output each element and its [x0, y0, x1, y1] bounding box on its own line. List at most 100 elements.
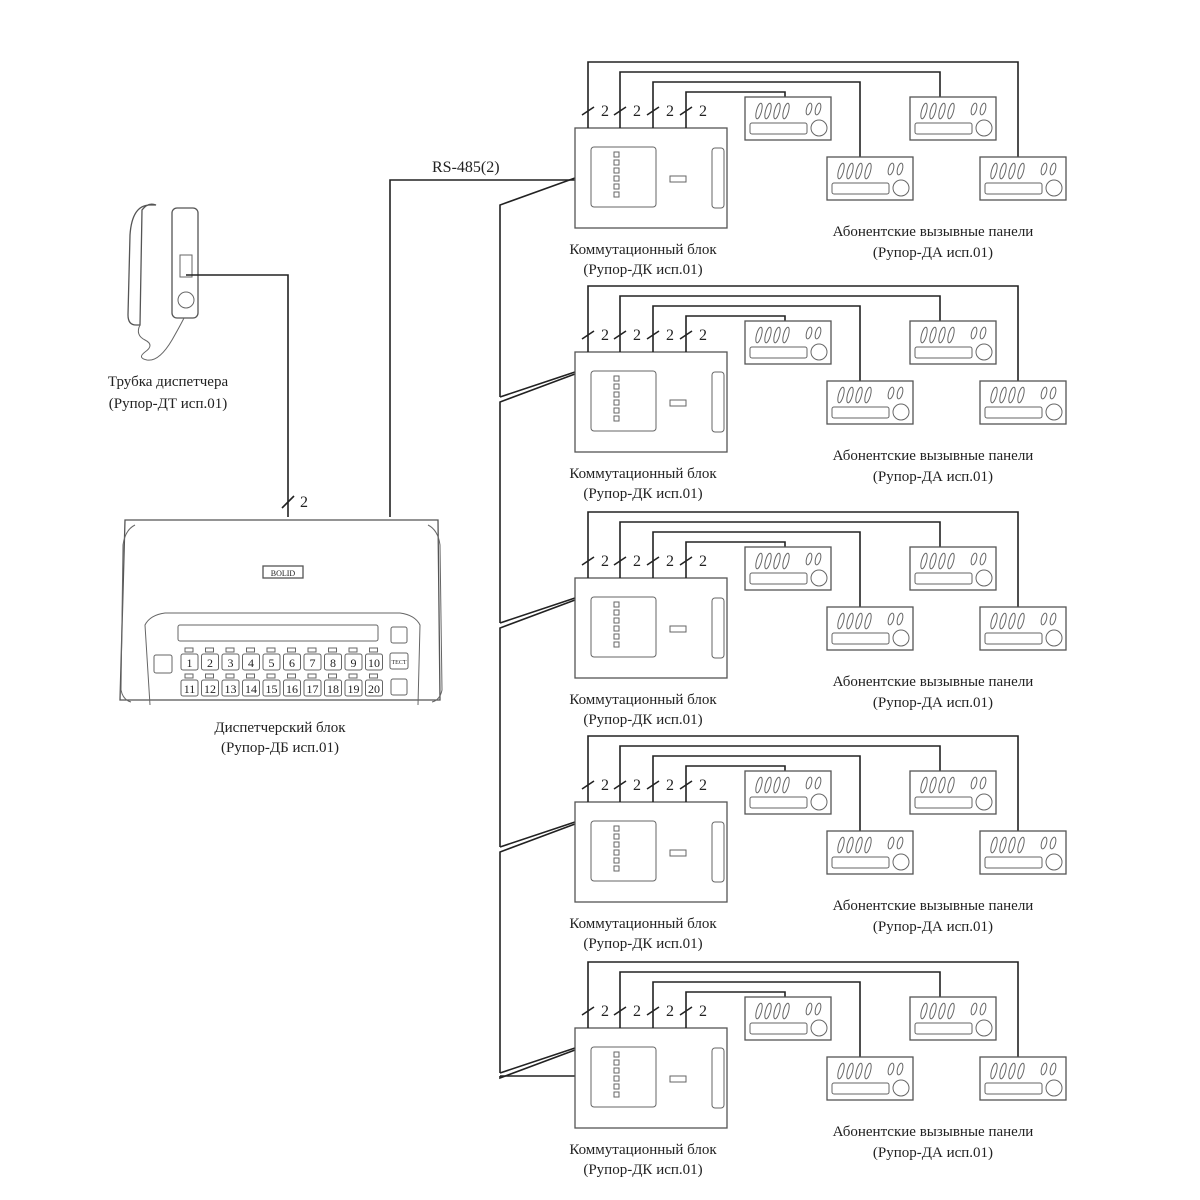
key-led: [287, 647, 296, 653]
panel-wire: [685, 991, 786, 1028]
rs485-bus: [389, 179, 575, 517]
subscriber-panel: [979, 1056, 1067, 1101]
wire-tick: [646, 330, 660, 340]
panel-wire: [652, 981, 861, 1057]
bus-segment: [499, 1049, 576, 1080]
bus-segment: [499, 599, 576, 847]
subscriber-panel: [979, 156, 1067, 201]
panel-wire: [652, 531, 861, 607]
key-label: 7: [310, 656, 316, 670]
dispatcher-key-15: [262, 679, 281, 697]
dispatcher-key-7: [303, 653, 322, 671]
switching-block-label-line2: (Рупор-ДК исп.01): [583, 936, 702, 952]
wire-tick: [679, 106, 693, 116]
key-led: [225, 647, 235, 653]
panels-label-line2: (Рупор-ДА исп.01): [873, 1145, 993, 1161]
test-button-label: ТЕСТ: [392, 660, 407, 666]
panels-label-line1: Абонентские вызывные панели: [833, 674, 1034, 690]
panel-wire: [685, 91, 786, 128]
switching-block: [574, 801, 728, 903]
wire-count: 2: [666, 553, 674, 570]
panels-label-line1: Абонентские вызывные панели: [833, 448, 1034, 464]
key-label: 3: [228, 656, 234, 670]
bus-segment: [499, 597, 576, 624]
wire-count: 2: [666, 1003, 674, 1020]
wire-count: 2: [633, 1003, 641, 1020]
subscriber-panel: [909, 96, 997, 141]
subscriber-panel: [744, 546, 832, 591]
wire-count: 2: [633, 777, 641, 794]
subscriber-panel: [826, 1056, 914, 1101]
dispatcher-key-5: [262, 653, 281, 671]
key-label: 1: [187, 656, 193, 670]
panel-wire: [587, 961, 1019, 1057]
key-led: [328, 673, 337, 679]
key-led: [369, 647, 378, 653]
switching-block: [574, 1027, 728, 1129]
panel-wire: [652, 305, 861, 381]
key-led: [225, 673, 235, 679]
subscriber-panel: [909, 546, 997, 591]
panel-wire: [685, 541, 786, 578]
wire-tick: [613, 780, 627, 790]
key-label: 2: [207, 656, 213, 670]
wire-tick: [679, 556, 693, 566]
subscriber-panel: [744, 320, 832, 365]
wire-count: 2: [633, 553, 641, 570]
subscriber-panel: [744, 996, 832, 1041]
wire-tick: [581, 780, 595, 790]
panel-wire: [652, 755, 861, 831]
dispatcher-key-20: [365, 679, 383, 697]
wire-tick: [613, 1006, 627, 1016]
dispatcher-key-12: [201, 679, 219, 697]
wire-count: 2: [633, 327, 641, 344]
panel-wire: [685, 315, 786, 352]
dispatcher-logo: BOLID: [271, 569, 296, 578]
key-label: 18: [327, 682, 339, 696]
wire-count: 2: [666, 327, 674, 344]
wire-tick: [646, 1006, 660, 1016]
dispatcher-key-14: [242, 679, 260, 697]
subscriber-panel: [979, 380, 1067, 425]
dispatcher-key-6: [283, 653, 301, 671]
switching-block: [574, 127, 728, 229]
switching-block-label-line1: Коммутационный блок: [569, 692, 717, 708]
bus-segment: [499, 823, 576, 1073]
switching-block-label-line2: (Рупор-ДК исп.01): [583, 1162, 702, 1178]
switching-block-label-line1: Коммутационный блок: [569, 1142, 717, 1158]
handset-wire: [186, 274, 289, 517]
panel-wire: [619, 971, 941, 1028]
subscriber-panel: [979, 606, 1067, 651]
key-led: [266, 673, 276, 679]
wire-tick: [679, 780, 693, 790]
wire-count: 2: [601, 103, 609, 120]
wire-tick: [581, 106, 595, 116]
bus-segment: [499, 821, 576, 848]
panel-wire: [587, 735, 1019, 831]
subscriber-panel: [909, 996, 997, 1041]
wire-count: 2: [699, 1003, 707, 1020]
dispatcher-key-9: [344, 653, 363, 671]
key-label: 13: [225, 682, 237, 696]
switching-block: [574, 577, 728, 679]
dispatcher-key-13: [221, 679, 240, 697]
switching-block: [574, 351, 728, 453]
wire-tick: [646, 556, 660, 566]
key-label: 20: [368, 682, 380, 696]
subscriber-panel: [909, 320, 997, 365]
wire-tick: [646, 780, 660, 790]
panel-wire: [619, 71, 941, 128]
key-label: 4: [248, 656, 254, 670]
wire-tick: [581, 330, 595, 340]
wire-tick: [281, 495, 295, 509]
switching-block-label-line1: Коммутационный блок: [569, 466, 717, 482]
dispatcher-key-11: [180, 679, 199, 697]
handset-icon: [127, 203, 199, 361]
key-led: [184, 673, 194, 679]
test-button: [389, 652, 409, 670]
